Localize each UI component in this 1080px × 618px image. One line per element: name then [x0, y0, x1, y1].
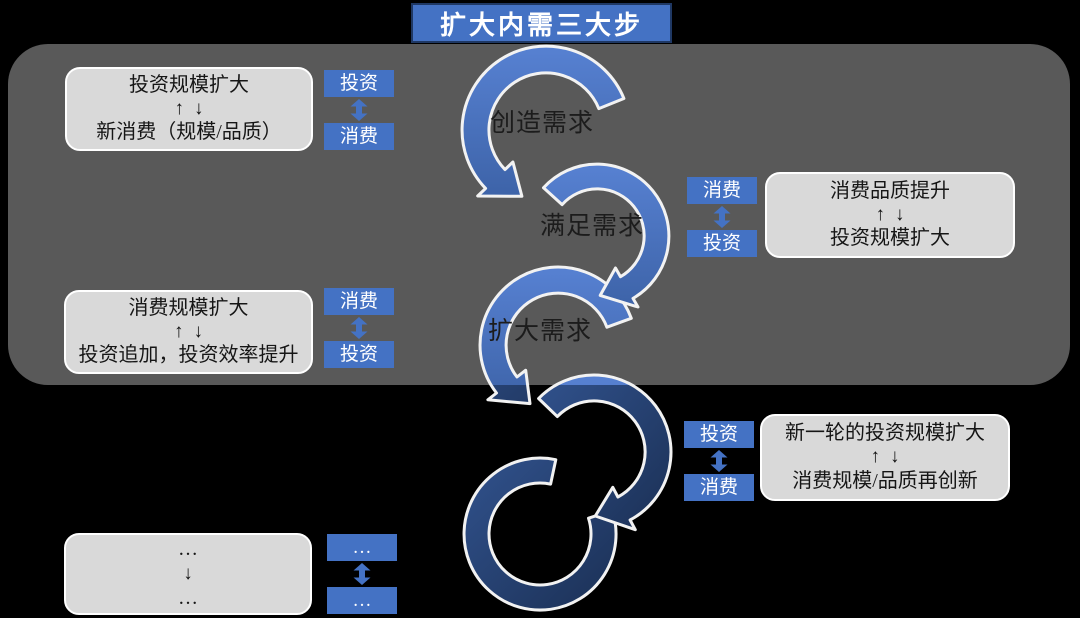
card-new-round-investment: 新一轮的投资规模扩大 ↑↓ 消费规模/品质再创新: [760, 414, 1010, 501]
card-consumption-quality-improve: 消费品质提升 ↑↓ 投资规模扩大: [765, 172, 1015, 258]
loop-label-satisfy-demand: 满足需求: [539, 213, 645, 240]
card-bottom-text: 消费规模/品质再创新: [792, 469, 978, 492]
down-arrow-text: ↓: [183, 562, 203, 584]
card-top-text: 消费规模扩大: [128, 296, 249, 319]
double-arrow-icon: [713, 206, 731, 228]
up-down-arrows-text: ↑↓: [875, 203, 915, 225]
tag-pair-consumption-investment-2: 消费 投资: [324, 288, 394, 368]
card-top-text: 新一轮的投资规模扩大: [785, 422, 985, 445]
loops-dark-layer: [462, 385, 673, 612]
tag-top: 消费: [687, 177, 757, 204]
tag-bottom: …: [327, 587, 397, 614]
card-top-text: …: [178, 537, 198, 560]
loop-arrow-4: [537, 385, 673, 532]
diagram-title-text: 扩大内需三大步: [439, 10, 643, 40]
card-investment-scale-expand: 投资规模扩大 ↑↓ 新消费（规模/品质）: [65, 67, 313, 151]
card-bottom-text: 投资追加，投资效率提升: [78, 344, 299, 367]
double-arrow-icon: [710, 450, 728, 472]
card-bottom-text: 新消费（规模/品质）: [96, 121, 282, 144]
card-ellipsis-continuation: … ↓ …: [64, 533, 312, 615]
tag-bottom: 消费: [324, 123, 394, 150]
up-down-arrows-text: ↑↓: [174, 97, 214, 119]
card-consumption-scale-expand: 消费规模扩大 ↑↓ 投资追加，投资效率提升: [64, 290, 313, 374]
loops-light-layer: [460, 44, 673, 385]
up-down-arrows-text: ↑↓: [174, 320, 213, 342]
loop-arrow-3: [486, 385, 532, 406]
loop-ring-5: [462, 456, 618, 612]
card-bottom-text: 投资规模扩大: [830, 227, 950, 250]
card-bottom-text: …: [178, 587, 198, 610]
tag-pair-consumption-investment-3: 消费 投资: [687, 177, 757, 257]
tag-bottom: 投资: [687, 230, 757, 257]
loop-label-expand-demand: 扩大需求: [487, 318, 593, 345]
loop-arrow-4: [537, 373, 673, 385]
loop-arrow-1: [460, 44, 626, 198]
double-arrow-icon: [350, 99, 368, 121]
double-arrow-icon: [350, 317, 368, 339]
tag-top: 投资: [324, 70, 394, 97]
up-down-arrows-text: ↑↓: [870, 446, 910, 468]
loop-arrow-2: [542, 162, 671, 309]
card-top-text: 消费品质提升: [830, 179, 950, 202]
loop-arrow-3: [478, 265, 633, 385]
tag-top: …: [327, 534, 397, 561]
tag-top: 投资: [684, 421, 754, 448]
tag-pair-ellipsis-5: … …: [327, 534, 397, 614]
diagram-title: 扩大内需三大步: [411, 3, 672, 43]
tag-bottom: 消费: [684, 474, 754, 501]
tag-pair-investment-consumption-1: 投资 消费: [324, 70, 394, 150]
tag-pair-investment-consumption-4: 投资 消费: [684, 421, 754, 501]
card-top-text: 投资规模扩大: [129, 73, 249, 96]
tag-bottom: 投资: [324, 341, 394, 368]
tag-top: 消费: [324, 288, 394, 315]
double-arrow-icon: [353, 563, 371, 585]
loop-label-create-demand: 创造需求: [489, 110, 595, 137]
